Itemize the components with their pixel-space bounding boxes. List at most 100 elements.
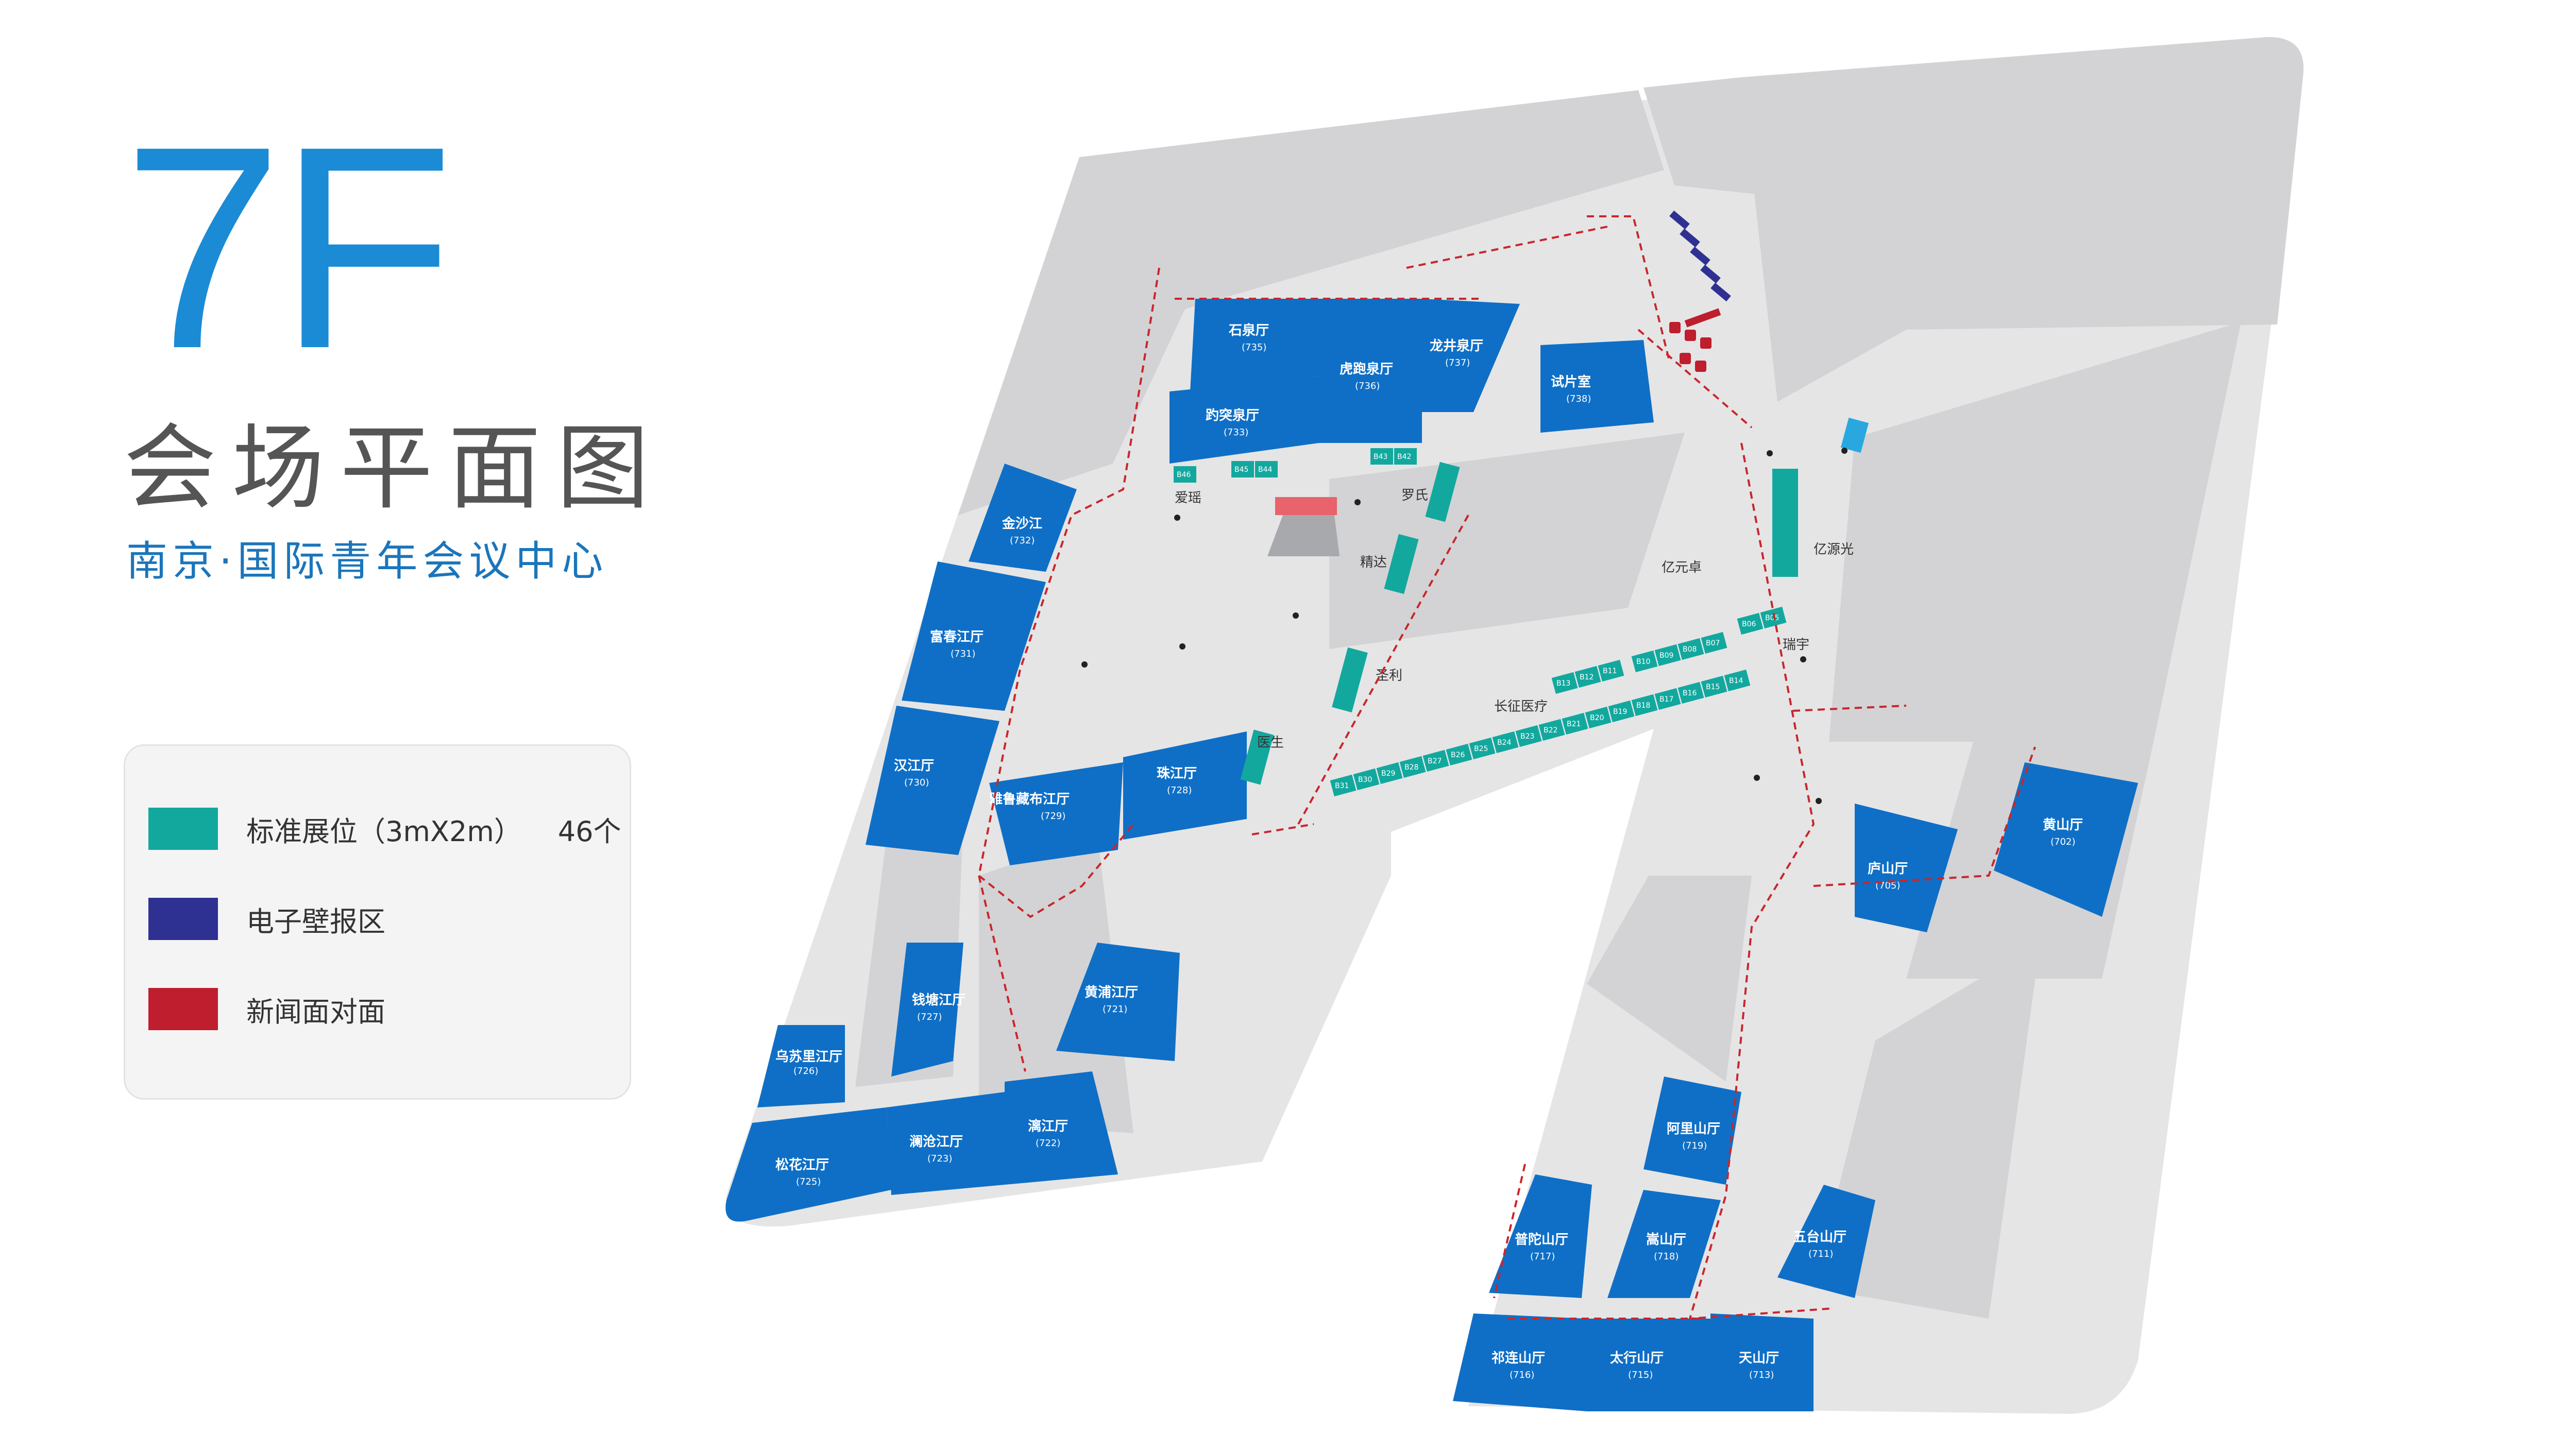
hall-label: 黄山厅 (2043, 817, 2083, 833)
booth-col-west (1332, 647, 1368, 713)
booth-label: B13 (1556, 679, 1570, 688)
column (1174, 515, 1180, 521)
block-n (1643, 77, 1772, 196)
booth-swatch (148, 808, 218, 850)
hall-717 (1489, 1174, 1592, 1298)
booth-label: B23 (1520, 732, 1534, 741)
booth-b08 (1677, 638, 1704, 660)
block-s1 (1587, 876, 1752, 1082)
booth-label: B06 (1742, 620, 1756, 628)
column (1800, 656, 1806, 662)
legend-item-poster: 电子壁报区 (148, 898, 385, 940)
venue-name: 南京·国际青年会议中心 (126, 537, 608, 585)
legend-item-press: 新闻面对面 (148, 988, 385, 1030)
hall-label: 祁连山厅 (1492, 1350, 1545, 1366)
stage-riser (1267, 515, 1340, 556)
booth-col-sw (1240, 729, 1274, 785)
hall-number: (705) (1875, 880, 1900, 891)
booth-b07 (1701, 631, 1727, 654)
hall-number: (715) (1628, 1370, 1653, 1380)
column (1293, 612, 1299, 619)
booth-label: B28 (1404, 763, 1418, 772)
booth-b29 (1376, 762, 1403, 784)
hall-number: (726) (793, 1066, 818, 1077)
booth-label: B22 (1544, 726, 1557, 735)
poster-board (1710, 282, 1731, 302)
hall-729 (989, 762, 1123, 865)
booth-label: B29 (1381, 770, 1395, 778)
booth-b05 (1760, 606, 1787, 629)
hall-number: (737) (1445, 357, 1470, 368)
hall-labels: 石泉厅 (735) 虎跑泉厅 (736) 龙井泉厅 (737) 趵突泉厅 (73… (775, 322, 2083, 1380)
hall-label: 天山厅 (1739, 1351, 1779, 1366)
booth-label: B43 (1374, 453, 1387, 461)
press-swatch (148, 988, 218, 1030)
booth-b12 (1574, 665, 1601, 688)
column (1754, 775, 1760, 781)
booth-col-north (1425, 462, 1460, 522)
hall-label: 富春江厅 (930, 629, 984, 645)
booth-col-east (1772, 469, 1798, 577)
booth-label: B05 (1765, 614, 1779, 622)
booth-b19 (1608, 700, 1635, 723)
legend-label: 新闻面对面 (246, 995, 385, 1028)
stage (1275, 497, 1337, 515)
exhibitor-label: 爱瑶 (1175, 490, 1201, 506)
booth-label: B19 (1613, 708, 1627, 716)
hall-label: 试片室 (1551, 374, 1591, 390)
hall-number: (725) (796, 1176, 821, 1187)
hall-label: 趵突泉厅 (1206, 407, 1259, 423)
exhibitor-label: 长征医疗 (1494, 699, 1548, 714)
hall-label: 普陀山厅 (1515, 1232, 1568, 1248)
booth-label: B15 (1706, 683, 1720, 691)
hall-715 (1587, 1319, 1710, 1411)
booth-label: B20 (1590, 714, 1604, 722)
hall-label: 乌苏里江厅 (775, 1049, 842, 1065)
poster-board (1669, 210, 1690, 230)
booth-b25 (1469, 737, 1496, 760)
hall-713 (1710, 1313, 1814, 1411)
booth-labels: B46 B45 B44 B43 B42 B13 B12 B11 B10 B09 … (1177, 453, 1779, 790)
booth-b21 (1562, 712, 1588, 735)
hall-number: (718) (1654, 1251, 1679, 1262)
hall-number: (738) (1566, 394, 1591, 404)
booth-col-mid (1384, 534, 1419, 594)
booth-label: B27 (1428, 757, 1442, 765)
hall-number: (727) (917, 1012, 942, 1022)
legend-count: 46个 (557, 815, 621, 848)
hall-727 (891, 943, 963, 1077)
hall-label: 汉江厅 (894, 758, 934, 774)
exhibitor-label: 亿源光 (1814, 542, 1854, 557)
hall-label: 阿里山厅 (1667, 1121, 1720, 1137)
hall-733 (1170, 376, 1319, 464)
poster-swatch (148, 898, 218, 940)
hall-number: (711) (1808, 1249, 1833, 1259)
booth-b06 (1737, 612, 1764, 635)
hall-728 (1123, 731, 1247, 840)
hall-711 (1777, 1185, 1875, 1298)
poster-board (1700, 264, 1721, 284)
booth-label: B26 (1451, 751, 1465, 759)
floor-title: 7F (123, 86, 454, 408)
hall-731 (902, 561, 1046, 711)
hall-730 (866, 706, 999, 855)
exhibitor-label: 圣利 (1376, 668, 1402, 684)
block-e (1829, 322, 2241, 742)
hall-718 (1607, 1190, 1721, 1298)
hall-number: (731) (951, 648, 975, 659)
hall-705 (1855, 804, 1958, 932)
hall-label: 龙井泉厅 (1430, 338, 1483, 354)
hall-725 (725, 1107, 891, 1222)
booth-label: B11 (1603, 667, 1617, 675)
column (1081, 661, 1088, 668)
booth-b18 (1631, 694, 1658, 716)
column-markers (1081, 448, 1848, 804)
press-seat (1680, 353, 1691, 364)
booth-b13 (1551, 672, 1578, 694)
exhibitor-label: 精达 (1360, 555, 1387, 570)
booth-b42 (1394, 448, 1417, 465)
hall-label: 太行山厅 (1610, 1350, 1664, 1366)
hall-number: (717) (1530, 1251, 1555, 1262)
hall-label: 珠江厅 (1157, 766, 1197, 781)
